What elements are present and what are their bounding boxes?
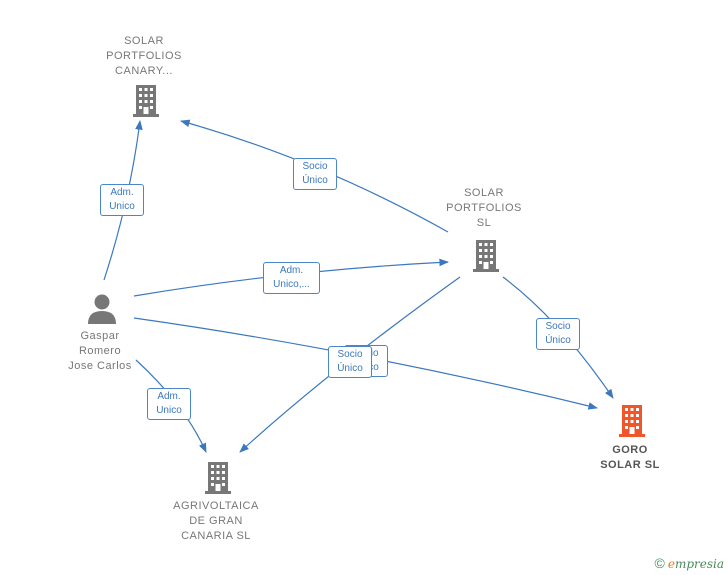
brand-name: mpresia bbox=[674, 557, 724, 571]
building-icon[interactable] bbox=[619, 405, 645, 437]
node-label-goro-solar[interactable]: GORO SOLAR SL bbox=[600, 444, 660, 471]
edge-label-adm-unico: Adm. Unico bbox=[100, 184, 144, 216]
edge-label-socio-unico: Socio Único bbox=[328, 346, 372, 378]
building-icon[interactable] bbox=[205, 462, 231, 494]
empresia-watermark: ©empresia bbox=[655, 555, 725, 571]
edge-label-adm-unico: Adm. Unico bbox=[147, 388, 191, 420]
node-label-solar-portfolios-canary[interactable]: SOLAR PORTFOLIOS CANARY... bbox=[106, 35, 182, 77]
edge-label-socio-unico: Socio Único bbox=[293, 158, 337, 190]
node-label-gaspar-romero[interactable]: Gaspar Romero Jose Carlos bbox=[68, 330, 132, 372]
building-icon[interactable] bbox=[131, 85, 161, 117]
edge-label-socio-unico: Socio Único bbox=[536, 318, 580, 350]
building-icon[interactable] bbox=[473, 240, 499, 272]
brand-initial: e bbox=[667, 557, 675, 571]
person-icon[interactable] bbox=[88, 294, 116, 325]
node-label-agrivoltaica[interactable]: AGRIVOLTAICA DE GRAN CANARIA SL bbox=[173, 500, 259, 542]
copyright-icon: © bbox=[654, 555, 665, 571]
node-label-solar-portfolios-sl[interactable]: SOLAR PORTFOLIOS SL bbox=[446, 187, 522, 229]
edge-label-adm-unico: Adm. Unico,... bbox=[263, 262, 320, 294]
